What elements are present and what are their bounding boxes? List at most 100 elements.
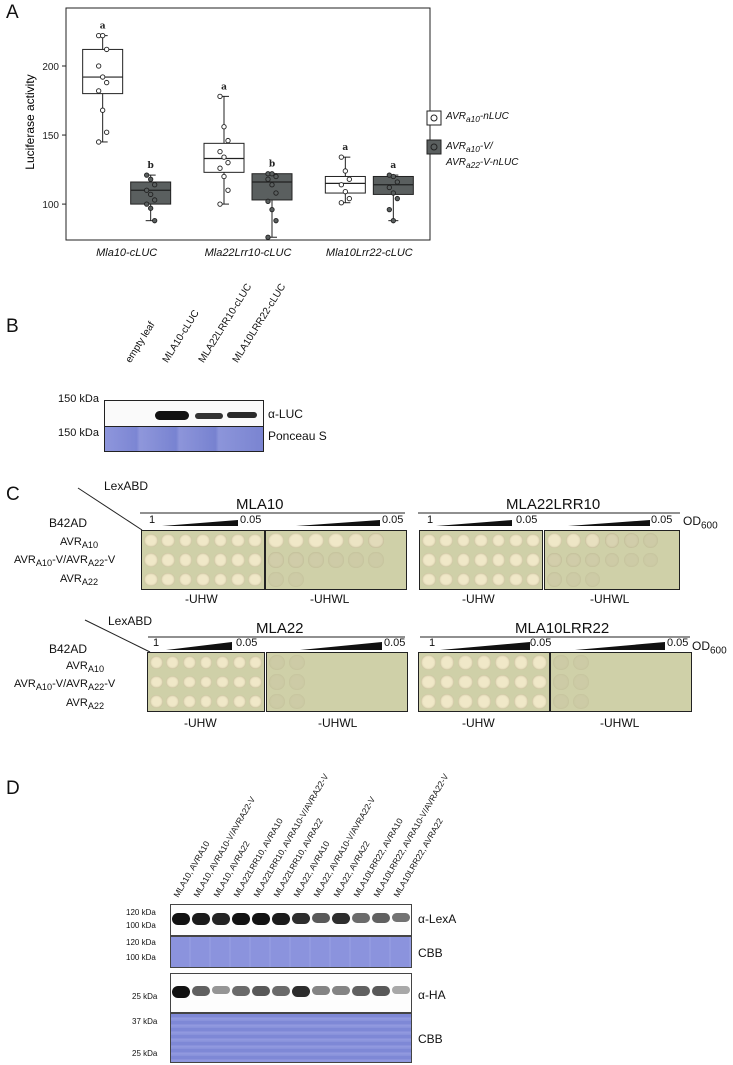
dilution-end: 0.05 — [530, 637, 552, 649]
data-point — [338, 182, 344, 188]
significance-letter: a — [221, 82, 227, 92]
data-point — [217, 93, 223, 100]
yeast-spot — [642, 552, 658, 568]
yeast-spot — [288, 571, 304, 587]
band — [292, 986, 310, 998]
yeast-spot — [547, 533, 563, 549]
yeast-spot — [216, 675, 230, 689]
yeast-spot — [143, 572, 158, 587]
panel-b-ponceau: 150 kDa Ponceau S — [0, 426, 733, 460]
yeast-spot — [476, 655, 492, 670]
band — [372, 986, 390, 997]
yeast-spot — [289, 693, 305, 709]
data-point — [269, 182, 275, 188]
row-label-avra10v-avra22v: AVRA10-V/AVRA22-V — [14, 678, 116, 693]
significance-letter: b — [148, 161, 154, 171]
data-point — [100, 32, 106, 39]
band — [172, 986, 190, 998]
yeast-spot — [509, 572, 523, 587]
data-point — [338, 154, 344, 160]
yeast-spot — [585, 571, 601, 587]
yeast-plate-mla10lrr22-uhwl — [550, 652, 692, 712]
yeast-spot — [182, 675, 196, 689]
data-point — [104, 79, 110, 86]
yeast-spot — [439, 553, 453, 567]
band — [312, 913, 330, 924]
yeast-spot — [553, 655, 569, 671]
data-point — [148, 191, 154, 198]
yeast-spot — [182, 694, 196, 708]
significance-letter: b — [269, 160, 275, 170]
yeast-spot — [289, 655, 305, 671]
dilution-start: 1 — [427, 514, 434, 526]
dilution-end: 0.05 — [382, 514, 404, 526]
band — [392, 986, 410, 994]
legend-entry-2: AVRa10-V/AVRa22-V-nLUC — [446, 141, 519, 170]
yeast-spot — [249, 675, 263, 689]
band — [332, 986, 350, 995]
lexa-blot — [170, 904, 412, 936]
yeast-spot — [213, 553, 228, 567]
yeast-spot — [166, 656, 180, 670]
yeast-spot — [456, 553, 471, 567]
yeast-spot — [439, 674, 455, 690]
marker: 37 kDa — [132, 1017, 158, 1026]
data-point — [217, 201, 223, 207]
dilution-start: 1 — [429, 637, 436, 649]
panel-b-letter: B — [6, 316, 19, 337]
data-point — [221, 124, 227, 130]
yeast-spot — [178, 553, 193, 567]
data-point — [394, 195, 400, 202]
yeast-spot — [161, 553, 175, 567]
band — [372, 913, 390, 923]
yeast-spot — [573, 693, 589, 709]
lexabd-label-bottom: LexABD — [108, 614, 153, 628]
data-point — [152, 182, 158, 188]
band — [272, 913, 290, 925]
data-point — [390, 190, 396, 196]
yeast-spot — [199, 656, 213, 670]
significance-letter: a — [342, 143, 348, 153]
data-point — [217, 165, 223, 171]
dilution-start: 1 — [149, 514, 156, 526]
marker-150-bottom: 150 kDa — [58, 427, 99, 439]
lexabd-label-top: LexABD — [104, 479, 149, 493]
yeast-spot — [149, 656, 163, 670]
band — [252, 913, 270, 925]
yeast-spot — [249, 694, 263, 708]
yeast-spot — [513, 694, 529, 709]
yeast-spot — [268, 533, 284, 549]
dilution-start: 1 — [153, 637, 160, 649]
blot-label-ponceau: Ponceau S — [268, 429, 327, 443]
significance-letter: a — [390, 161, 396, 171]
yeast-spot — [421, 674, 436, 690]
data-point — [100, 74, 106, 80]
yeast-spot — [526, 553, 541, 567]
yeast-spot — [196, 553, 210, 567]
band — [232, 986, 250, 996]
yeast-plate-mla22lrr10-uhw — [419, 530, 543, 590]
row-label-avra22: AVRA22 — [60, 573, 99, 588]
yeast-spot — [553, 693, 569, 709]
data-point — [273, 218, 279, 224]
row-label-avra10: AVRA10 — [60, 536, 99, 551]
data-point — [265, 198, 271, 204]
yeast-spot — [458, 694, 473, 709]
yeast-spot — [196, 533, 210, 548]
band — [292, 913, 310, 925]
yeast-spot — [149, 694, 163, 708]
yeast-spot — [368, 552, 384, 568]
ponceau-stain — [104, 426, 264, 452]
yeast-spot — [547, 571, 563, 587]
row-label-avra10: AVRA10 — [66, 660, 105, 675]
data-point — [144, 187, 150, 193]
yeast-spot — [249, 656, 263, 670]
data-point — [144, 201, 150, 207]
blot-label-cbb1: CBB — [418, 946, 443, 960]
dilution-end: 0.05 — [516, 514, 538, 526]
media-label: -UHWL — [318, 716, 358, 730]
yeast-spot — [513, 655, 529, 670]
yeast-spot — [143, 553, 158, 567]
y-tick-label: 200 — [42, 62, 59, 73]
